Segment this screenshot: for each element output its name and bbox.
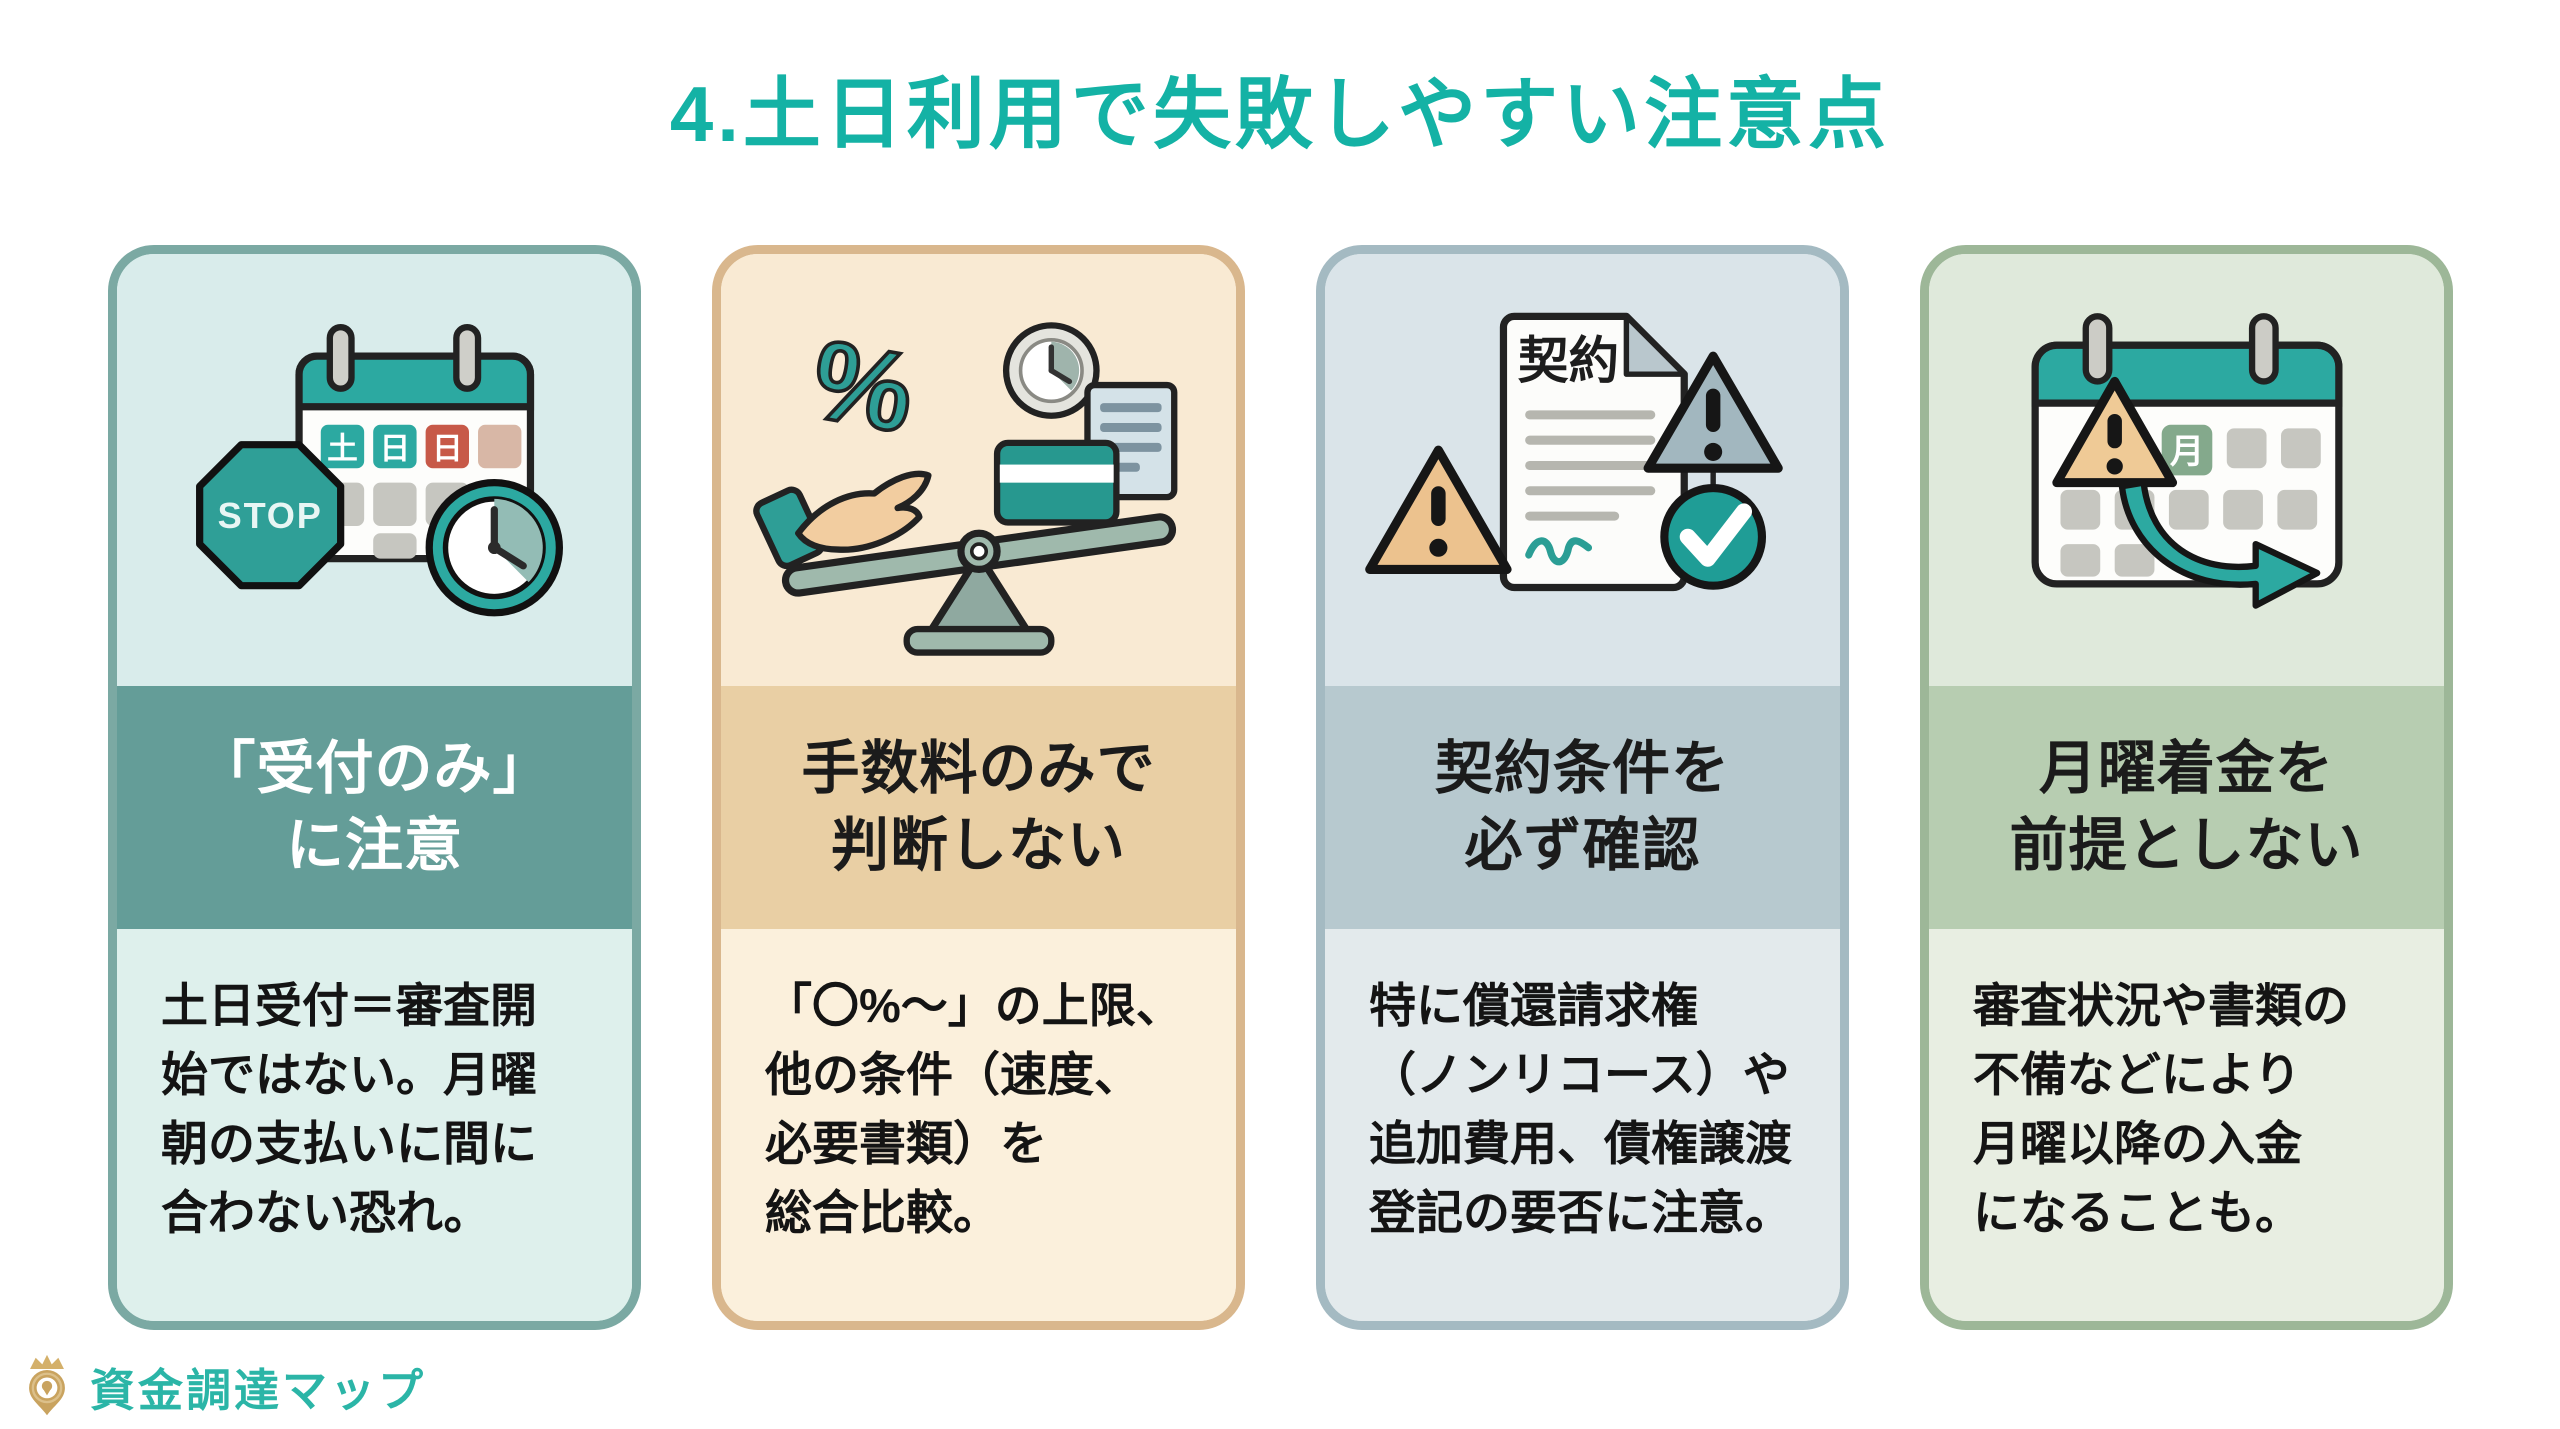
card-title-line: 「受付のみ」 — [197, 735, 552, 801]
card-title-line: 前提としない — [2009, 812, 2364, 878]
clock-icon — [1002, 322, 1100, 419]
body-line: 必要書類）を — [765, 1117, 1047, 1171]
body-line: 朝の支払いに間に — [161, 1117, 537, 1171]
body-line: 合わない恐れ。 — [161, 1186, 491, 1240]
card-title: 契約条件を 必ず確認 — [1325, 686, 1840, 929]
page-title: 4.土日利用で失敗しやすい注意点 — [669, 70, 1891, 158]
body-line: 他の条件（速度、 — [765, 1048, 1141, 1102]
calendar-warning-arrow-illustration: 月 — [2031, 313, 2342, 609]
card-title-line: 契約条件を — [1434, 735, 1730, 801]
stop-sign-icon: STOP — [195, 441, 344, 590]
percent-hand-balance-icon: % — [721, 254, 1236, 686]
warning-triangle-orange-icon — [1364, 445, 1512, 574]
signature-squiggle — [1524, 537, 1592, 566]
card-body: 「〇%〜」の上限、 他の条件（速度、 必要書類）を 総合比較。 — [721, 929, 1236, 1321]
body-line: 登記の要否に注意。 — [1369, 1186, 1792, 1240]
cards-container: 土 日 日 STOP — [108, 245, 2453, 1330]
monday-cell-label: 月 — [2169, 433, 2203, 471]
body-line: 審査状況や書類の — [1973, 979, 2349, 1032]
clock-icon — [425, 479, 563, 617]
body-line: 総合比較。 — [765, 1186, 1000, 1240]
card-reception-only: 土 日 日 STOP — [108, 245, 641, 1330]
calendar-cell-sun: 日 — [379, 431, 410, 466]
body-line: になることも。 — [1973, 1186, 2302, 1240]
check-circle-icon — [1659, 484, 1766, 590]
percent-icon: % — [803, 316, 923, 456]
warning-triangle-icon — [2051, 376, 2177, 488]
contract-warning-check-icon: 契約 — [1325, 254, 1840, 686]
stop-label: STOP — [217, 495, 322, 536]
calendar-warning-arrow-icon: 月 — [1929, 254, 2444, 686]
calendar-icon: 土 日 日 — [294, 324, 534, 563]
curved-arrow-icon — [2118, 479, 2320, 609]
crown-map-pin-icon — [29, 1354, 65, 1416]
card-title: 手数料のみで 判断しない — [721, 686, 1236, 929]
card-title: 「受付のみ」 に注意 — [117, 686, 632, 929]
warning-triangle-gray-icon — [1643, 351, 1783, 494]
card-title-line: 手数料のみで — [801, 735, 1156, 801]
body-line: 不備などにより — [1973, 1048, 2302, 1102]
seesaw-icon — [781, 513, 1176, 656]
site-logo: 資金調達マップ — [16, 1353, 426, 1419]
card-fee-judgement: % — [712, 245, 1245, 1330]
body-line: （ノンリコース）や — [1369, 1048, 1790, 1102]
contract-warning-check-illustration: 契約 — [1364, 312, 1783, 592]
percent-hand-balance-illustration: % — [752, 314, 1177, 656]
document-icon: 契約 — [1499, 312, 1688, 592]
calendar-cell-sun2: 日 — [431, 431, 462, 466]
card-title-line: 判断しない — [830, 812, 1126, 878]
body-line: 「〇%〜」の上限、 — [765, 979, 1183, 1032]
calendar-stop-clock-illustration: 土 日 日 STOP — [195, 324, 563, 617]
crown-icon — [30, 1354, 64, 1370]
body-line: 追加費用、債権譲渡 — [1369, 1117, 1792, 1171]
card-title-line: 必ず確認 — [1464, 812, 1701, 878]
card-title-line: に注意 — [285, 812, 463, 878]
hand-icon — [752, 470, 932, 570]
card-title-line: 月曜着金を — [2038, 735, 2334, 801]
body-line: 特に償還請求権 — [1369, 979, 1698, 1032]
contract-label: 契約 — [1517, 332, 1618, 389]
logo-text: 資金調達マップ — [90, 1364, 427, 1416]
body-line: 土日受付＝審査開 — [161, 979, 537, 1032]
credit-card-icon — [993, 439, 1120, 526]
card-title: 月曜着金を 前提としない — [1929, 686, 2444, 929]
card-body: 審査状況や書類の 不備などにより 月曜以降の入金 になることも。 — [1929, 929, 2444, 1321]
card-body: 土日受付＝審査開 始ではない。月曜 朝の支払いに間に 合わない恐れ。 — [117, 929, 632, 1321]
calendar-stop-clock-icon: 土 日 日 STOP — [117, 254, 632, 686]
card-monday-deposit: 月 月曜着金を — [1920, 245, 2453, 1330]
card-body: 特に償還請求権 （ノンリコース）や 追加費用、債権譲渡 登記の要否に注意。 — [1325, 929, 1840, 1321]
card-contract-terms: 契約 — [1316, 245, 1849, 1330]
body-line: 月曜以降の入金 — [1973, 1117, 2302, 1171]
calendar-cell-sat: 土 — [327, 431, 358, 466]
body-line: 始ではない。月曜 — [161, 1048, 537, 1102]
